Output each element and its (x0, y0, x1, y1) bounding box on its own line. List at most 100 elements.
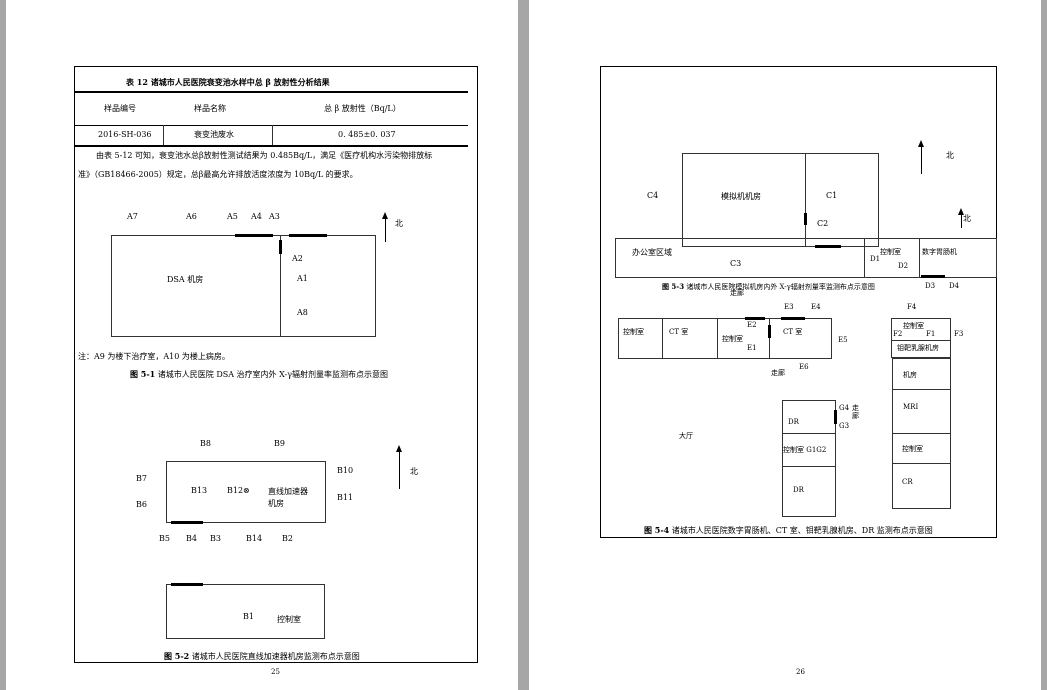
fig4-caption: 图 5-4 诸城市人民医院数字胃肠机、CT 室、钼靶乳腺机房、DR 监测布点示意… (644, 525, 933, 536)
office-door (815, 245, 841, 248)
control-room-door (171, 583, 203, 586)
sim-room-divider (805, 153, 806, 247)
ctrl-room-d: 控制室 (902, 445, 923, 453)
label-c1: C1 (826, 191, 838, 200)
table-cell-beta: 0. 485±0. 037 (338, 130, 396, 139)
label-a1: A1 (297, 274, 308, 283)
label-e3: E3 (784, 303, 794, 311)
ct-room-b: CT 室 (783, 328, 803, 336)
fig3-caption-text: 诸城市人民医院模拟机房内外 X-γ辐射剂量率监测布点示意图 (686, 283, 875, 291)
dr-room-label-1: DR (788, 418, 799, 426)
dsa-door-3 (279, 240, 282, 254)
label-b6: B6 (136, 500, 147, 509)
fig3-control-label: 控制室 (880, 248, 901, 256)
label-b11: B11 (337, 493, 354, 502)
label-d4: D4 (949, 282, 960, 290)
office-label: 办公室区域 (632, 248, 672, 257)
table-top-rule (74, 91, 468, 93)
label-a5: A5 (227, 212, 238, 221)
label-b2: B2 (282, 534, 293, 543)
ct-room-a: CT 室 (669, 328, 689, 336)
linac-control-label: 控制室 (277, 615, 301, 624)
page-26-frame (600, 66, 997, 538)
label-g4: G4 (839, 404, 850, 412)
label-b12: B12⊗ (227, 486, 250, 495)
ct-div-2 (717, 318, 718, 359)
sim-door (804, 213, 807, 225)
page-25: 表 12 诸城市人民医院衰变池水样中总 β 放射性分析结果 样品编号 样品名称 … (6, 0, 518, 690)
label-c4: C4 (647, 191, 659, 200)
paragraph-line-1: 由表 5-12 可知，衰变池水总β放射性测试结果为 0.485Bq/L，满足《医… (96, 151, 433, 160)
north-label-3: 北 (946, 151, 954, 160)
mri-div-3 (892, 463, 951, 464)
label-a4: A4 (251, 212, 262, 221)
label-a2: A2 (292, 254, 303, 263)
label-b5: B5 (159, 534, 170, 543)
label-a3: A3 (269, 212, 280, 221)
page-26: 北 模拟机机房 C4 C1 C2 北 办公室区域 C3 控制室 数字胃肠机 D1… (529, 0, 1041, 690)
north-arrow-4 (958, 208, 964, 228)
dsa-room-divider (280, 235, 281, 337)
ctrl-room-a: 控制室 (623, 328, 644, 336)
ct-div-1 (662, 318, 663, 359)
dr-div-2 (782, 466, 836, 467)
table-mid-rule (74, 125, 468, 126)
label-c2: C2 (817, 219, 829, 228)
linac-control-room-outline (166, 584, 325, 639)
fig3-caption-num: 图 5-3 (662, 282, 685, 291)
office-div-2 (919, 238, 920, 278)
ct-door-3 (768, 325, 771, 338)
table-col-sep-2 (272, 125, 273, 145)
north-label-1: 北 (395, 219, 403, 228)
fig1-caption-num: 图 5-1 (130, 369, 156, 379)
ctrl-room-c: 控制室 (903, 322, 924, 330)
ctrl-room-b: 控制室 (722, 335, 743, 343)
ctrl-room-g: 控制室 G1G2 (783, 446, 827, 454)
table-bottom-rule (74, 145, 468, 147)
ct-block-outline (618, 318, 832, 359)
fig1-note: 注：A9 为楼下治疗室，A10 为楼上病房。 (78, 352, 230, 361)
table-col-sep-1 (163, 125, 164, 145)
fig2-caption: 图 5-2 诸城市人民医院直线加速器机房监测布点示意图 (164, 651, 360, 662)
mri-room-label: MRI (903, 403, 919, 411)
label-e5: E5 (838, 336, 848, 344)
label-a6: A6 (186, 212, 197, 221)
label-d1: D1 (870, 255, 881, 263)
linac-room-outline (166, 461, 326, 523)
table-cell-id: 2016-SH-036 (98, 130, 152, 139)
office-row-outline (615, 238, 997, 278)
label-c3: C3 (730, 259, 742, 268)
corridor-label-2: 走廊 (771, 369, 785, 377)
linac-door (171, 521, 203, 524)
label-b4: B4 (186, 534, 197, 543)
dsa-door-1 (235, 234, 273, 237)
label-b13: B13 (191, 486, 208, 495)
label-g3: G3 (839, 422, 850, 430)
table-header-id: 样品编号 (104, 104, 136, 113)
label-d2: D2 (898, 262, 909, 270)
label-b10: B10 (337, 466, 354, 475)
fig2-caption-text: 诸城市人民医院直线加速器机房监测布点示意图 (191, 652, 360, 661)
fig2-caption-num: 图 5-2 (164, 651, 190, 661)
office-div-1 (864, 238, 865, 278)
mri-div-2 (892, 433, 951, 434)
table-header-name: 样品名称 (194, 104, 226, 113)
sim-room-label: 模拟机机房 (721, 192, 761, 201)
label-b8: B8 (200, 439, 211, 448)
ct-door-2 (781, 317, 805, 320)
label-e1: E1 (747, 344, 757, 352)
label-b1: B1 (243, 612, 254, 621)
north-arrow-2 (396, 445, 402, 489)
digital-room-label: 数字胃肠机 (922, 248, 957, 256)
hall-label: 大厅 (679, 432, 693, 440)
mammo-room-label: 钼靶乳腺机房 (897, 344, 939, 352)
dr-door (834, 410, 837, 424)
fig3-caption: 图 5-3 诸城市人民医院模拟机房内外 X-γ辐射剂量率监测布点示意图 (662, 282, 875, 292)
page-25-frame (74, 66, 478, 663)
dsa-door-2 (289, 234, 327, 237)
label-f3: F3 (954, 330, 964, 338)
digital-door (921, 275, 945, 278)
fig1-caption-text: 诸城市人民医院 DSA 治疗室内外 X-γ辐射剂量率监测布点示意图 (157, 370, 388, 379)
paragraph-line-2: 准》（GB18466-2005）规定，总β最高允许排放活度浓度为 10Bq/L … (78, 170, 358, 179)
linac-room-label-1: 直线加速器 (268, 487, 308, 496)
